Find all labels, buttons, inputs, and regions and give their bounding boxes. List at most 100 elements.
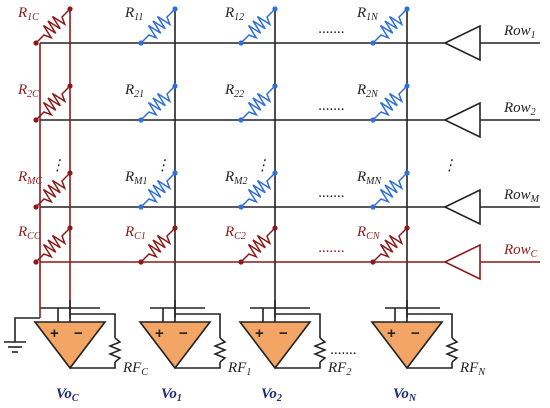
wiring xyxy=(4,10,540,353)
feedback-wire-vo-c xyxy=(70,313,116,338)
feedback-return-vo-1 xyxy=(175,362,221,369)
resistor-cn-bottom-node xyxy=(370,259,376,265)
resistor-12-top-node xyxy=(272,6,278,12)
label-r-m2: RM2 xyxy=(224,169,248,187)
resistor-m1 xyxy=(138,170,178,210)
feedback-return-vo-2 xyxy=(275,362,321,369)
resistor-12 xyxy=(238,6,278,46)
label-rf-vo-1: RF1 xyxy=(227,360,251,378)
label-row-m: RowM xyxy=(503,187,540,205)
opamp-body-vo-1 xyxy=(138,321,212,370)
label-r-22: R22 xyxy=(224,82,244,100)
label-rf-vo-2: RF2 xyxy=(327,360,351,378)
resistor-c2-top-node xyxy=(272,225,278,231)
vertical-ellipsis-1: ⋮ xyxy=(50,158,65,174)
resistor-array xyxy=(33,6,410,265)
ellipsis-row-m: ······· xyxy=(318,189,344,205)
feedback-resistor-vo-1 xyxy=(212,337,228,363)
resistor-2n-path xyxy=(372,85,408,121)
label-vo-1: Vo1 xyxy=(161,386,182,404)
resistor-22-path xyxy=(240,85,276,121)
resistor-21-top-node xyxy=(172,83,178,89)
resistor-mn-path xyxy=(372,172,408,208)
resistor-c2-path xyxy=(240,227,276,263)
resistor-c1-bottom-node xyxy=(138,259,144,265)
opamp-minus-sign-vo-1: − xyxy=(179,325,188,342)
resistor-m1-bottom-node xyxy=(138,204,144,210)
opamp-plus-sign-vo-1: + xyxy=(155,325,164,342)
feedback-resistor-vo-n xyxy=(444,337,460,363)
resistor-2c-path xyxy=(35,85,71,121)
opamp-body-vo-n xyxy=(370,321,444,370)
vertical-ellipsis-2: ⋮ xyxy=(155,158,170,174)
opamp-minus-sign-vo-2: − xyxy=(279,325,288,342)
ellipsis-row-1: ······· xyxy=(318,25,344,41)
label-row-c: RowC xyxy=(503,242,538,260)
resistor-2n xyxy=(370,83,410,123)
resistor-m2 xyxy=(238,170,278,210)
opamp-body-vo-c xyxy=(33,321,107,370)
resistor-1n-bottom-node xyxy=(370,40,376,46)
feedback-wire-vo-1 xyxy=(175,313,221,338)
feedback-resistor-vo-c xyxy=(107,337,123,363)
label-r-11: R11 xyxy=(124,5,143,23)
resistor-11-path xyxy=(140,8,176,44)
label-rf-vo-c: RFC xyxy=(122,360,148,378)
resistor-c1-top-node xyxy=(172,225,178,231)
label-r-c1: RC1 xyxy=(124,224,146,242)
driver-row-2 xyxy=(443,101,481,139)
resistor-1c xyxy=(33,6,73,46)
resistor-mc xyxy=(33,170,73,210)
label-r-mc: RMC xyxy=(17,169,43,187)
resistor-11-bottom-node xyxy=(138,40,144,46)
resistor-11 xyxy=(138,6,178,46)
driver-row-1 xyxy=(443,24,481,62)
label-r-1c: R1C xyxy=(17,5,39,23)
resistor-m2-top-node xyxy=(272,170,278,176)
resistor-cn xyxy=(370,225,410,265)
resistor-2c xyxy=(33,83,73,123)
opamp-plus-sign-vo-c: + xyxy=(50,325,59,342)
driver-row-m xyxy=(443,188,481,226)
resistor-1c-path xyxy=(35,8,71,44)
vertical-ellipsis-3: ⋮ xyxy=(255,158,270,174)
resistor-m1-top-node xyxy=(172,170,178,176)
label-vo-c: VoC xyxy=(56,386,79,404)
feedback-wire-vo-n xyxy=(407,313,453,338)
label-row-2: Row2 xyxy=(503,100,536,118)
opamp-minus-sign-vo-c: − xyxy=(74,325,83,342)
label-r-cn: RCN xyxy=(356,224,381,242)
resistor-c1-path xyxy=(140,227,176,263)
resistor-cn-path xyxy=(372,227,408,263)
resistor-cc-bottom-node xyxy=(33,259,39,265)
resistor-mc-top-node xyxy=(67,170,73,176)
label-r-12: R12 xyxy=(224,5,244,23)
resistor-1n xyxy=(370,6,410,46)
feedback-resistor-vo-2 xyxy=(312,337,328,363)
opamp-vo-c: +− RFC VoC xyxy=(33,300,148,404)
resistor-mn-top-node xyxy=(404,170,410,176)
resistor-2c-bottom-node xyxy=(33,117,39,123)
label-r-mn: RMN xyxy=(356,169,383,187)
resistor-cc-top-node xyxy=(67,225,73,231)
vertical-ellipsis-4: ⋮ xyxy=(442,158,457,174)
resistor-22 xyxy=(238,83,278,123)
label-r-21: R21 xyxy=(124,82,144,100)
resistor-m1-path xyxy=(140,172,176,208)
opamp-body-vo-2 xyxy=(238,321,312,370)
resistor-11-top-node xyxy=(172,6,178,12)
ground-wire xyxy=(14,317,40,342)
opamp-minus-sign-vo-n: − xyxy=(411,325,420,342)
resistor-1n-path xyxy=(372,8,408,44)
label-r-2n: R2N xyxy=(356,82,379,100)
label-r-c2: RC2 xyxy=(224,224,246,242)
resistor-mc-bottom-node xyxy=(33,204,39,210)
resistor-cn-top-node xyxy=(404,225,410,231)
feedback-wire-vo-2 xyxy=(275,313,321,338)
driver-row-c xyxy=(443,243,481,281)
